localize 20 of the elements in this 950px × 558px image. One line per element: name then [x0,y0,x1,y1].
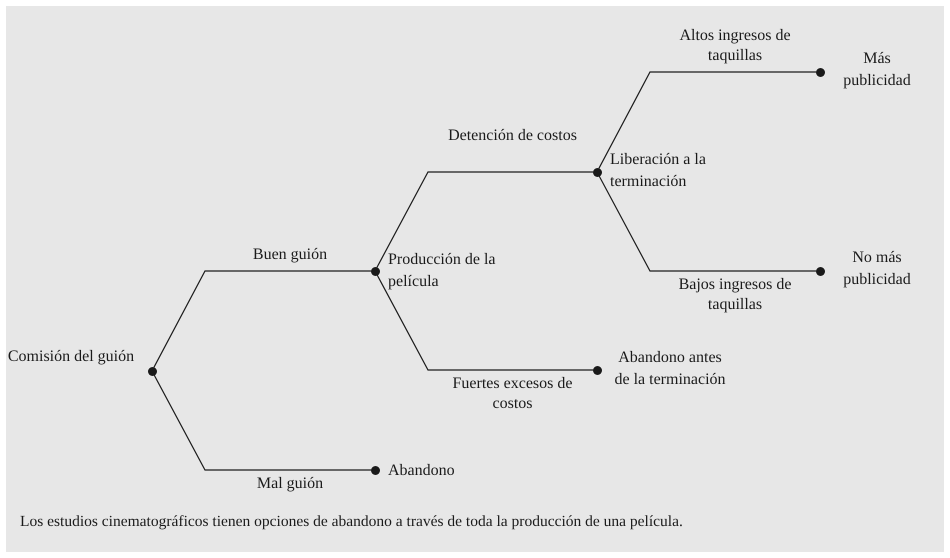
outcome-text: Más publicidad [842,49,912,91]
branch-line [153,270,371,368]
branch-line [376,274,593,371]
edge-label: Buen guión [252,245,328,265]
edge-label: Altos ingresos de taquillas [678,26,792,66]
outcome-text: Liberación a la terminación [610,150,707,192]
outcome-text: Abandono [388,461,456,481]
outcome-text: Abandono antes de la terminación [613,348,727,390]
edge-label: Mal guión [256,474,324,494]
edge-label: Detención de costos [447,126,578,146]
branch-line [376,171,593,268]
edge-label: Bajos ingresos de taquillas [678,275,792,315]
edge-label: Fuertes excesos de costos [452,374,574,414]
outcome-text: Comisión del guión [6,347,136,367]
branch-line [598,175,816,272]
outcome-text: No más publicidad [842,248,912,290]
outcome-text: Producción de la película [388,250,497,292]
branch-line [153,374,371,471]
branch-line [598,71,816,169]
caption: Los estudios cinematográficos tienen opciones de abandono a través de toda la producción de una película. [20,512,684,532]
